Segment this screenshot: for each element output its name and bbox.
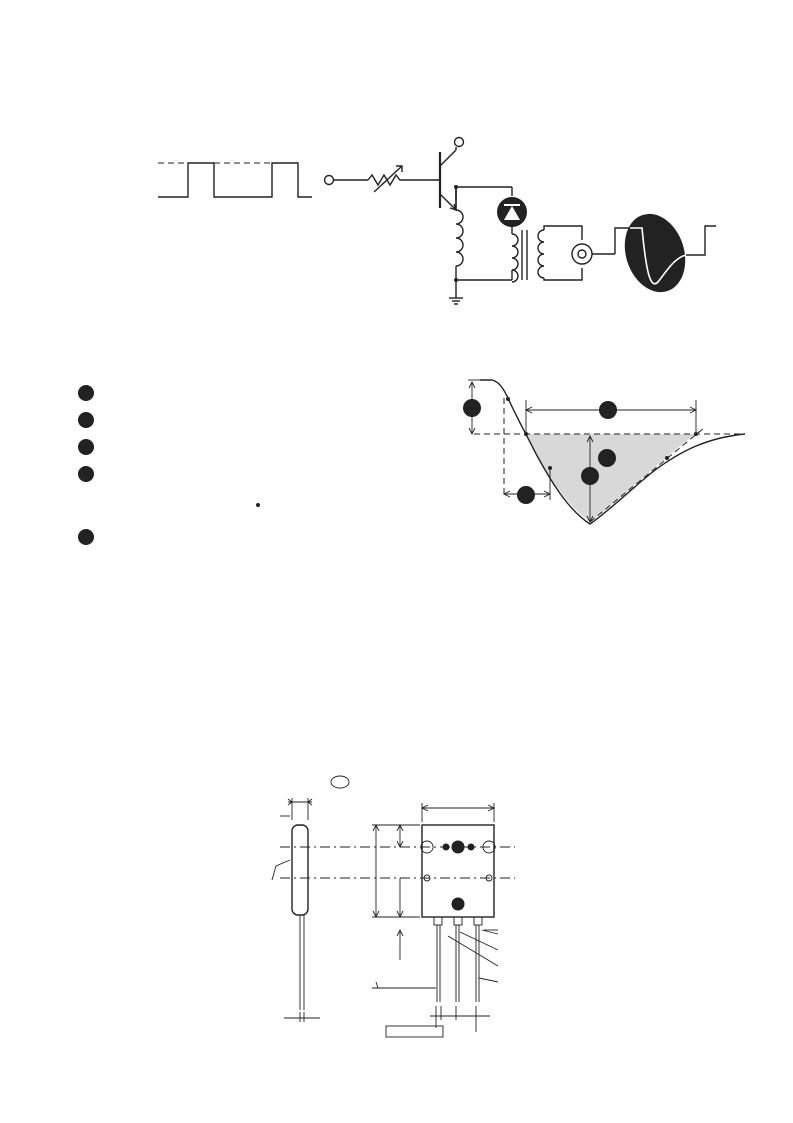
legend-marker-2 xyxy=(78,412,94,428)
waveform-marker-1 xyxy=(463,399,481,417)
legend-marker-4 xyxy=(78,466,94,482)
recovery-area xyxy=(526,434,696,522)
diode-icon xyxy=(497,187,527,234)
lead-icon xyxy=(436,925,480,1002)
legend-marker-5 xyxy=(78,529,94,545)
legend-list xyxy=(60,375,420,555)
waveform-marker-2 xyxy=(599,401,617,419)
pulse-train-icon xyxy=(158,162,312,198)
note-oval-icon xyxy=(330,775,350,789)
test-circuit xyxy=(150,130,750,305)
package-outline xyxy=(260,770,520,1045)
waveform-marker-4 xyxy=(581,467,599,485)
legend-marker-1 xyxy=(78,385,94,401)
input-terminal-icon xyxy=(323,174,335,186)
oscilloscope-display-icon xyxy=(614,213,716,293)
recovery-waveform xyxy=(460,370,760,540)
supply-terminal-icon xyxy=(453,136,465,148)
label-box-icon xyxy=(385,1025,444,1038)
current-probe-icon xyxy=(571,243,615,265)
waveform-curve xyxy=(480,379,746,525)
ground-icon xyxy=(449,295,463,305)
waveform-marker-5 xyxy=(517,486,535,504)
transformer-icon xyxy=(511,225,583,283)
legend-marker-3 xyxy=(78,439,94,455)
transistor-icon xyxy=(438,149,458,212)
mounting-hole-icon xyxy=(420,840,434,854)
small-dot xyxy=(256,503,260,507)
front-view-icon xyxy=(420,824,496,926)
waveform-marker-3 xyxy=(598,449,616,467)
variable-resistor-icon xyxy=(367,165,440,193)
side-view-icon xyxy=(271,798,320,1022)
